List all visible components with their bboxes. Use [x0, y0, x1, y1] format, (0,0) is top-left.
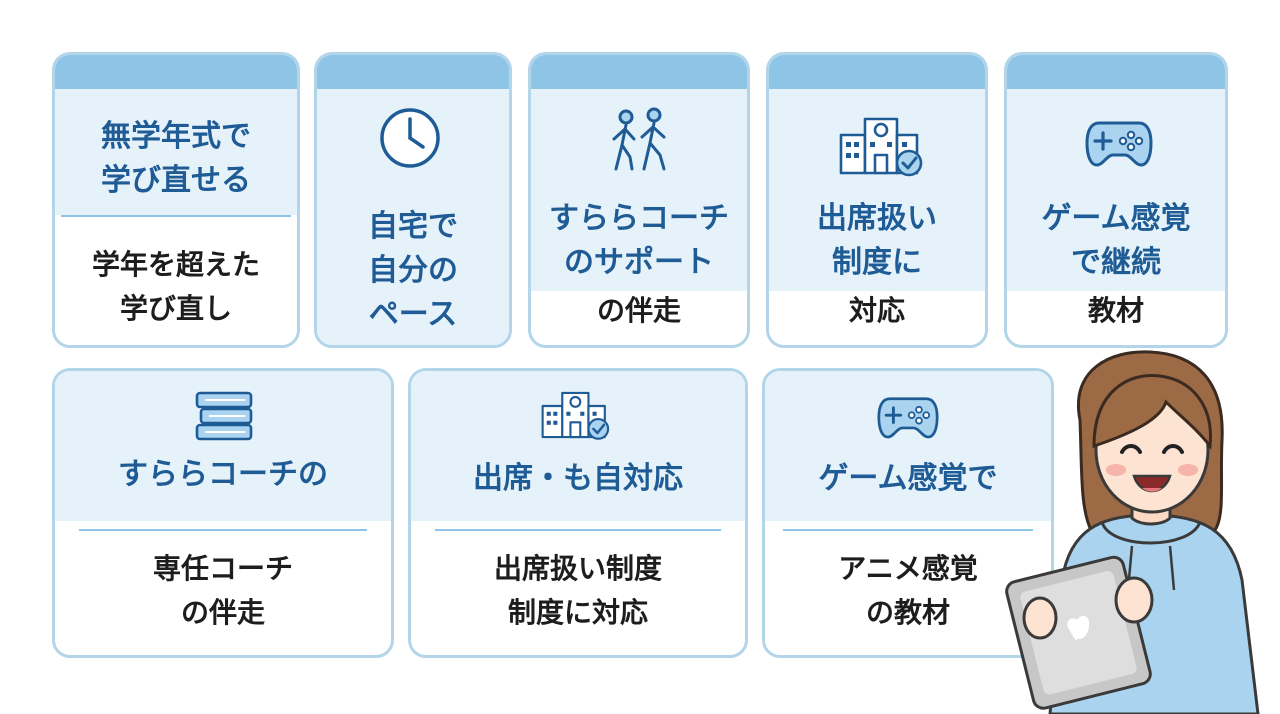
- heading-line: 自分の: [368, 253, 458, 288]
- card-heading: 出席扱い 制度に: [769, 197, 985, 285]
- game-controller-icon: [1085, 121, 1153, 167]
- heading-line: のサポート: [564, 245, 714, 280]
- school-building-check-icon: [839, 117, 923, 177]
- game-controller-icon: [877, 397, 939, 439]
- feature-card-attendance-support: 出席・も自対応 出席扱い制度 制度に対応: [408, 368, 748, 658]
- card-highlight-zone: [531, 89, 747, 291]
- card-tab: [55, 55, 297, 89]
- card-highlight-zone: [55, 89, 297, 215]
- card-divider: [79, 529, 367, 531]
- card-heading: ゲーム感覚 で継続: [1007, 197, 1225, 285]
- card-heading: 出席・も自対応: [473, 461, 683, 496]
- books-stack-icon: [195, 391, 253, 441]
- body-line: 教材: [1087, 294, 1144, 327]
- school-building-check-icon: [541, 391, 610, 440]
- card-highlight-zone: [765, 371, 1051, 521]
- heading-line: 制度に: [832, 245, 922, 280]
- girl-with-tablet-illustration: [1005, 350, 1260, 714]
- heading-line: 無学年式で: [101, 119, 251, 154]
- card-divider: [435, 529, 721, 531]
- card-divider: [783, 529, 1033, 531]
- body-line: 出席扱い制度: [493, 552, 662, 585]
- card-body: 学年を超えた 学び直し: [55, 243, 297, 331]
- heading-line: 学び直せる: [101, 163, 251, 198]
- card-body: 専任コーチ の伴走: [55, 547, 391, 635]
- card-tab: [769, 55, 985, 89]
- feature-card-no-grade: 無学年式で 学び直せる 学年を超えた 学び直し: [52, 52, 300, 348]
- feature-card-dedicated-coach: すららコーチの 専任コーチ の伴走: [52, 368, 394, 658]
- card-body: 教材: [1007, 289, 1225, 333]
- heading-line: 自宅で: [368, 209, 458, 244]
- walking-people-icon: [612, 107, 666, 171]
- feature-card-attendance: 出席扱い 制度に 対応: [766, 52, 988, 348]
- card-heading: 無学年式で 学び直せる: [55, 115, 297, 203]
- card-body: の伴走: [531, 289, 747, 333]
- feature-card-coach-support: すららコーチ のサポート の伴走: [528, 52, 750, 348]
- feature-card-own-pace: 自宅で 自分の ペース: [314, 52, 512, 348]
- heading-line: で継続: [1071, 245, 1161, 280]
- feature-card-game: ゲーム感覚 で継続 教材: [1004, 52, 1228, 348]
- card-body: 対応: [769, 289, 985, 333]
- card-heading: 自宅で 自分の ペース: [317, 205, 509, 337]
- card-body: 出席扱い制度 制度に対応: [411, 547, 745, 635]
- heading-line: ペース: [368, 297, 458, 332]
- body-line: の教材: [865, 596, 950, 629]
- body-line: の伴走: [596, 294, 681, 327]
- card-tab: [317, 55, 509, 89]
- card-divider: [61, 215, 291, 217]
- body-line: 専任コーチ: [152, 552, 293, 585]
- heading-line: 出席扱い: [817, 201, 937, 236]
- card-tab: [1007, 55, 1225, 89]
- card-heading: ゲーム感覚で: [818, 461, 998, 496]
- body-line: の伴走: [180, 596, 265, 629]
- card-tab: [531, 55, 747, 89]
- heading-line: ゲーム感覚: [1041, 201, 1191, 236]
- body-line: 学年を超えた: [91, 248, 260, 281]
- card-body: アニメ感覚 の教材: [765, 547, 1051, 635]
- body-line: 学び直し: [119, 292, 232, 325]
- feature-card-game-anime: ゲーム感覚で アニメ感覚 の教材: [762, 368, 1054, 658]
- card-heading: すららコーチ のサポート: [531, 197, 747, 285]
- body-line: 制度に対応: [507, 596, 648, 629]
- heading-line: すららコーチ: [549, 201, 729, 236]
- card-heading: すららコーチの: [118, 457, 328, 492]
- body-line: アニメ感覚: [838, 552, 978, 585]
- clock-icon: [380, 108, 440, 168]
- body-line: 対応: [848, 294, 905, 327]
